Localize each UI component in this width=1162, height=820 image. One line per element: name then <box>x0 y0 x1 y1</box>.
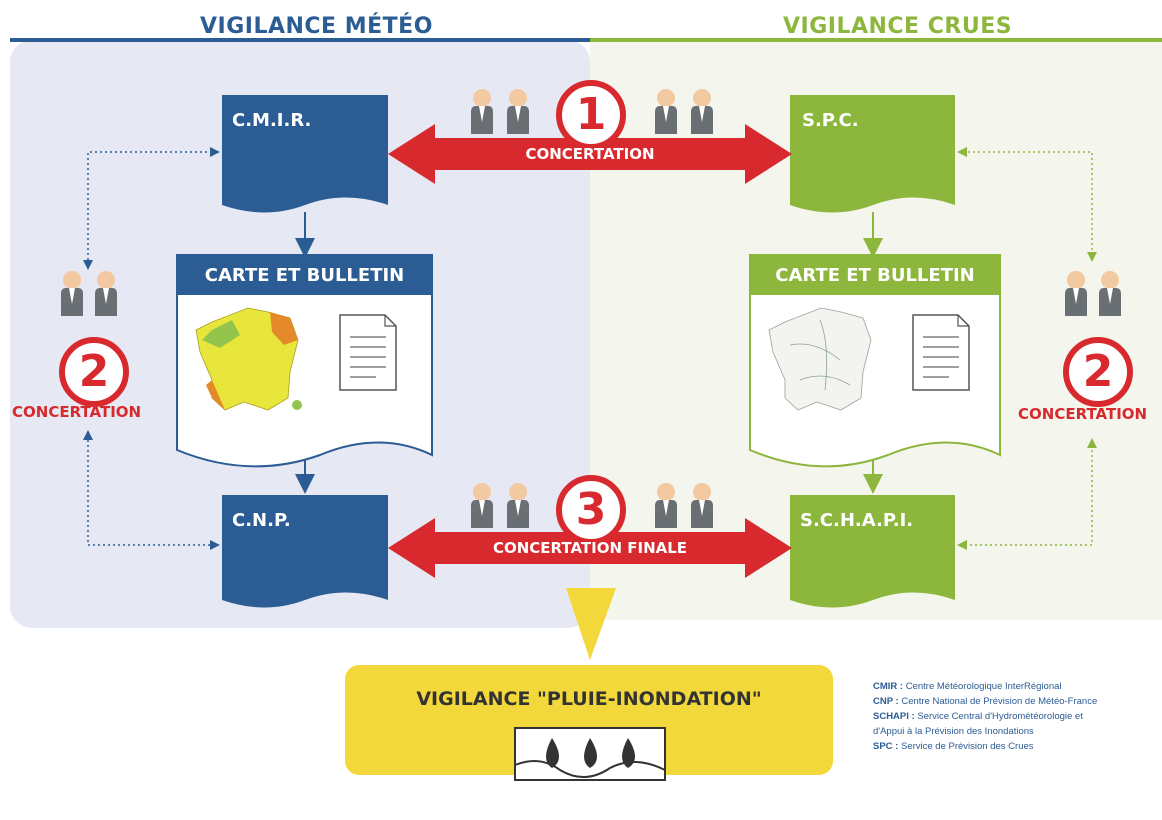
label-cnp: C.N.P. <box>232 510 291 531</box>
doc-right <box>749 254 1001 468</box>
left-dotted-loop <box>87 151 212 546</box>
label-schapi: S.C.H.A.P.I. <box>800 510 914 531</box>
legend-row: SPC : Service de Prévision des Crues <box>873 741 1034 752</box>
label-concertation-3: CONCERTATION FINALE <box>492 539 688 557</box>
crues-rule <box>590 38 1162 42</box>
box-cnp <box>222 495 388 608</box>
label-spc: S.P.C. <box>802 110 859 131</box>
document-icon-right <box>912 314 970 391</box>
label-concertation-2-left: CONCERTATION <box>12 403 142 421</box>
right-loop-arrow-down <box>1087 252 1097 262</box>
rain-drops-icon <box>514 727 666 781</box>
box-cmir <box>222 95 388 213</box>
output-label: VIGILANCE "PLUIE-INONDATION" <box>416 688 762 710</box>
meteo-rule <box>10 38 590 42</box>
right-dotted-loop <box>963 151 1093 546</box>
legend-row: CNP : Centre National de Prévision de Mé… <box>873 696 1098 707</box>
doc-left-title: CARTE ET BULLETIN <box>204 265 405 286</box>
right-loop-arrow-bottom <box>957 540 967 550</box>
funnel-arrow <box>566 588 616 660</box>
box-schapi <box>790 495 955 608</box>
doc-left <box>176 254 433 468</box>
france-map-icon-grey <box>768 307 872 411</box>
left-loop-arrow-bottom <box>210 540 220 550</box>
doc-right-title: CARTE ET BULLETIN <box>775 265 975 286</box>
label-cmir: C.M.I.R. <box>232 110 312 131</box>
step-number-1: 1 <box>556 80 626 150</box>
arrow-concertation-3 <box>388 518 792 578</box>
left-loop-arrow-top <box>210 147 220 157</box>
arrow-concertation-1 <box>388 124 792 184</box>
label-concertation-2-right: CONCERTATION <box>1018 405 1148 423</box>
legend-row: CMIR : Centre Météorologique InterRégion… <box>873 681 1062 692</box>
label-concertation-1: CONCERTATION <box>525 145 655 163</box>
output-box <box>345 665 833 775</box>
document-icon <box>339 314 397 391</box>
doc-left-header <box>177 255 432 295</box>
step-number-3: 3 <box>556 475 626 545</box>
france-map-icon <box>195 307 302 411</box>
step-number-2-left: 2 <box>59 337 129 407</box>
legend-row: d'Appui à la Prévision des Inondations <box>873 726 1034 737</box>
box-spc <box>790 95 955 213</box>
left-loop-arrow-up <box>83 430 93 440</box>
header-vigilance-crues: VIGILANCE CRUES <box>783 14 1013 39</box>
header-vigilance-meteo: VIGILANCE MÉTÉO <box>200 14 433 39</box>
doc-right-header <box>750 255 1000 295</box>
right-loop-arrow-up <box>1087 438 1097 448</box>
legend-row: SCHAPI : Service Central d'Hydrométéorol… <box>873 711 1083 722</box>
left-loop-arrow-down <box>83 260 93 270</box>
legend: CMIR : Centre Météorologique InterRégion… <box>873 679 1097 754</box>
step-number-2-right: 2 <box>1063 337 1133 407</box>
right-loop-arrow-top <box>957 147 967 157</box>
